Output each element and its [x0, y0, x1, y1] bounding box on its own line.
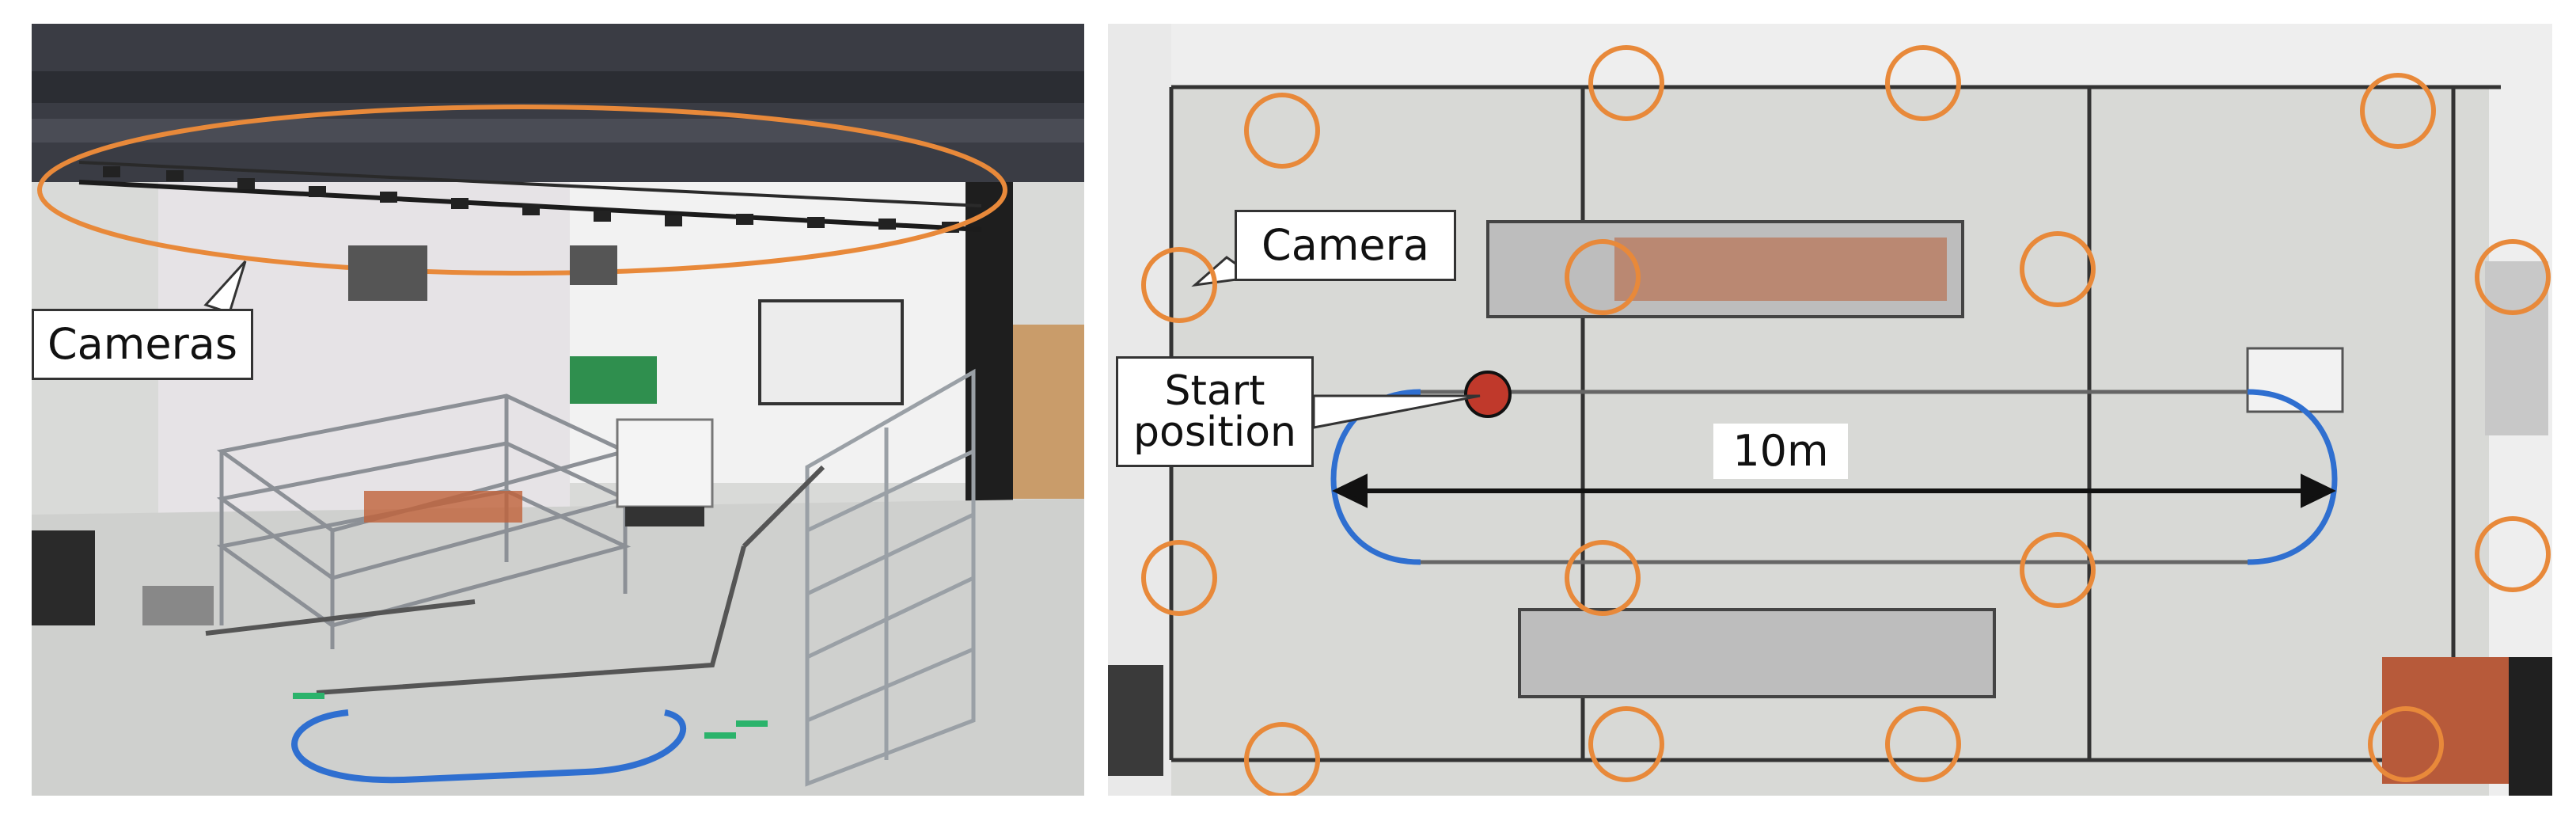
start-callout-line2: position	[1133, 409, 1296, 456]
top-down-map: Camera Start position 10m	[1108, 24, 2552, 796]
camera-group-ellipse	[37, 105, 1007, 276]
room-photo-illustration	[32, 24, 1084, 796]
start-position-marker	[1464, 371, 1512, 418]
camera-rings	[1141, 45, 2551, 796]
camera-callout: Camera	[1235, 210, 1456, 281]
start-callout-line1: Start	[1164, 367, 1265, 415]
distance-label: 10m	[1713, 424, 1848, 479]
start-position-callout: Start position	[1116, 356, 1314, 467]
top-down-map-illustration	[1108, 24, 2552, 796]
cameras-callout: Cameras	[32, 309, 253, 380]
room-photo: Cameras	[32, 24, 1084, 796]
